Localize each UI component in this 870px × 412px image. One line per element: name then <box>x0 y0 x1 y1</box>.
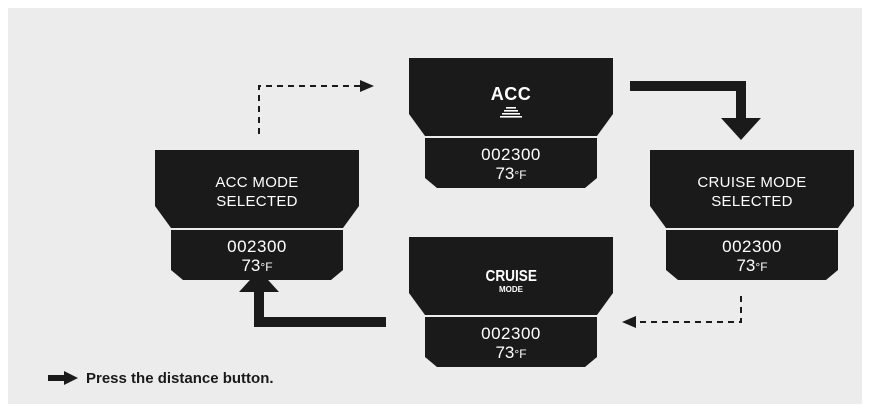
temperature: 73°F <box>736 256 767 277</box>
display-lower: 002300 73°F <box>650 236 854 280</box>
message-line-1: CRUISE MODE <box>697 174 807 191</box>
display-upper: CRUISE MODE <box>409 237 613 321</box>
acc-display: ACC 002300 73°F <box>409 58 613 188</box>
legend-text: Press the distance button. <box>86 369 274 387</box>
display-upper: ACC MODE SELECTED <box>155 150 359 234</box>
temperature-unit: °F <box>514 347 527 361</box>
solid-arrow-to-cruise-selected <box>630 81 761 140</box>
cruise-title: CRUISE <box>485 268 537 285</box>
temperature: 73°F <box>495 164 526 185</box>
temperature: 73°F <box>241 256 272 277</box>
right-arrow-icon <box>48 371 78 385</box>
temperature-unit: °F <box>755 260 768 274</box>
temperature-unit: °F <box>514 168 527 182</box>
odometer: 002300 <box>227 237 287 256</box>
display-lower: 002300 73°F <box>409 144 613 188</box>
display-shape <box>409 237 613 367</box>
cruise-selected-display: CRUISE MODE SELECTED 002300 73°F <box>650 150 854 280</box>
display-upper: CRUISE MODE SELECTED <box>650 150 854 234</box>
solid-arrow-to-acc-selected <box>239 270 386 327</box>
temperature-value: 73 <box>736 256 756 275</box>
display-shape <box>155 150 359 280</box>
message-line-1: ACC MODE <box>215 174 299 191</box>
cruise-display: CRUISE MODE 002300 73°F <box>409 237 613 367</box>
temperature-value: 73 <box>241 256 261 275</box>
dashed-arrow-to-cruise <box>622 296 742 328</box>
acc-selected-display: ACC MODE SELECTED 002300 73°F <box>155 150 359 280</box>
odometer: 002300 <box>481 145 541 164</box>
display-lower: 002300 73°F <box>409 323 613 367</box>
temperature-unit: °F <box>260 260 273 274</box>
odometer: 002300 <box>722 237 782 256</box>
legend: Press the distance button. <box>48 368 274 388</box>
message-line-2: SELECTED <box>711 193 793 210</box>
display-shape <box>650 150 854 280</box>
dashed-arrow-to-acc <box>258 80 374 134</box>
temperature: 73°F <box>495 343 526 364</box>
acc-distance-bars-icon <box>500 107 522 118</box>
display-shape <box>409 58 613 188</box>
display-lower: 002300 73°F <box>155 236 359 280</box>
message-line-2: SELECTED <box>216 193 298 210</box>
display-upper: ACC <box>409 58 613 142</box>
cruise-subtitle: MODE <box>499 285 523 294</box>
temperature-value: 73 <box>495 164 515 183</box>
acc-title: ACC <box>490 84 532 104</box>
odometer: 002300 <box>481 324 541 343</box>
temperature-value: 73 <box>495 343 515 362</box>
